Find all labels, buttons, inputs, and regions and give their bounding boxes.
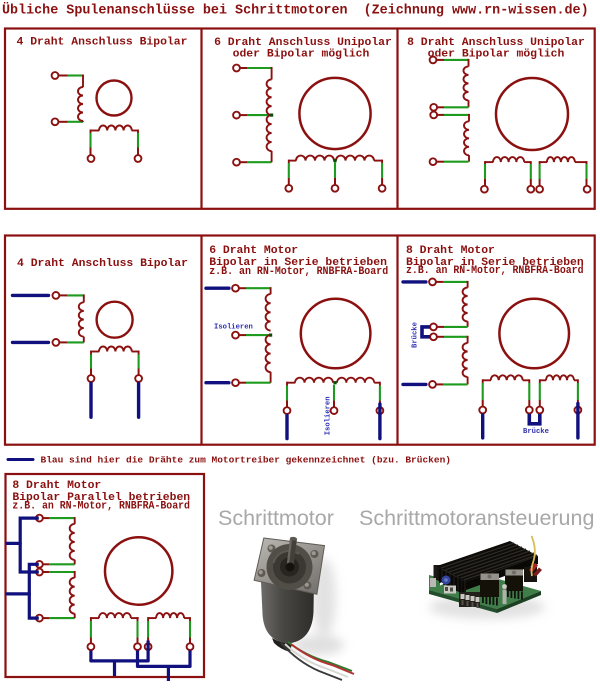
svg-text:Brücke: Brücke <box>523 428 549 436</box>
svg-text:8 Draht Motor: 8 Draht Motor <box>406 245 495 257</box>
svg-text:Bipolar in Serie betrieben: Bipolar in Serie betrieben <box>406 257 584 269</box>
svg-text:Isolieren: Isolieren <box>214 323 253 331</box>
svg-text:Bipolar in Serie betrieben: Bipolar in Serie betrieben <box>209 257 387 269</box>
svg-text:6 Draht Motor: 6 Draht Motor <box>209 245 298 257</box>
svg-text:Isolieren: Isolieren <box>325 396 333 435</box>
svg-text:Schrittmotoransteuerung: Schrittmotoransteuerung <box>359 506 594 530</box>
svg-text:8 Draht Motor: 8 Draht Motor <box>12 480 101 492</box>
svg-text:z.B. an RN-Motor, RNBFRA-Board: z.B. an RN-Motor, RNBFRA-Board <box>12 500 190 512</box>
svg-text:Bipolar Parallel betrieben: Bipolar Parallel betrieben <box>12 492 190 504</box>
svg-text:4 Draht Anschluss Bipolar: 4 Draht Anschluss Bipolar <box>17 37 188 49</box>
svg-text:4 Draht Anschluss Bipolar: 4 Draht Anschluss Bipolar <box>17 258 188 270</box>
svg-text:6 Draht Anschluss Unipolar: 6 Draht Anschluss Unipolar <box>214 37 392 49</box>
svg-text:Brücke: Brücke <box>412 322 420 348</box>
svg-text:Schrittmotor: Schrittmotor <box>218 506 334 530</box>
svg-text:z.B. an RN-Motor, RNBFRA-Board: z.B. an RN-Motor, RNBFRA-Board <box>406 265 584 277</box>
svg-text:oder Bipolar möglich: oder Bipolar möglich <box>428 49 565 61</box>
svg-text:8 Draht Anschluss Unipolar: 8 Draht Anschluss Unipolar <box>407 37 585 49</box>
svg-text:z.B. an RN-Motor, RNBFRA-Board: z.B. an RN-Motor, RNBFRA-Board <box>209 266 388 278</box>
svg-text:oder Bipolar möglich: oder Bipolar möglich <box>233 49 370 61</box>
svg-text:Übliche Spulenanschlüsse bei S: Übliche Spulenanschlüsse bei Schrittmoto… <box>2 2 589 19</box>
svg-text:Blau sind hier die Drähte zum: Blau sind hier die Drähte zum Motortreib… <box>41 455 451 466</box>
